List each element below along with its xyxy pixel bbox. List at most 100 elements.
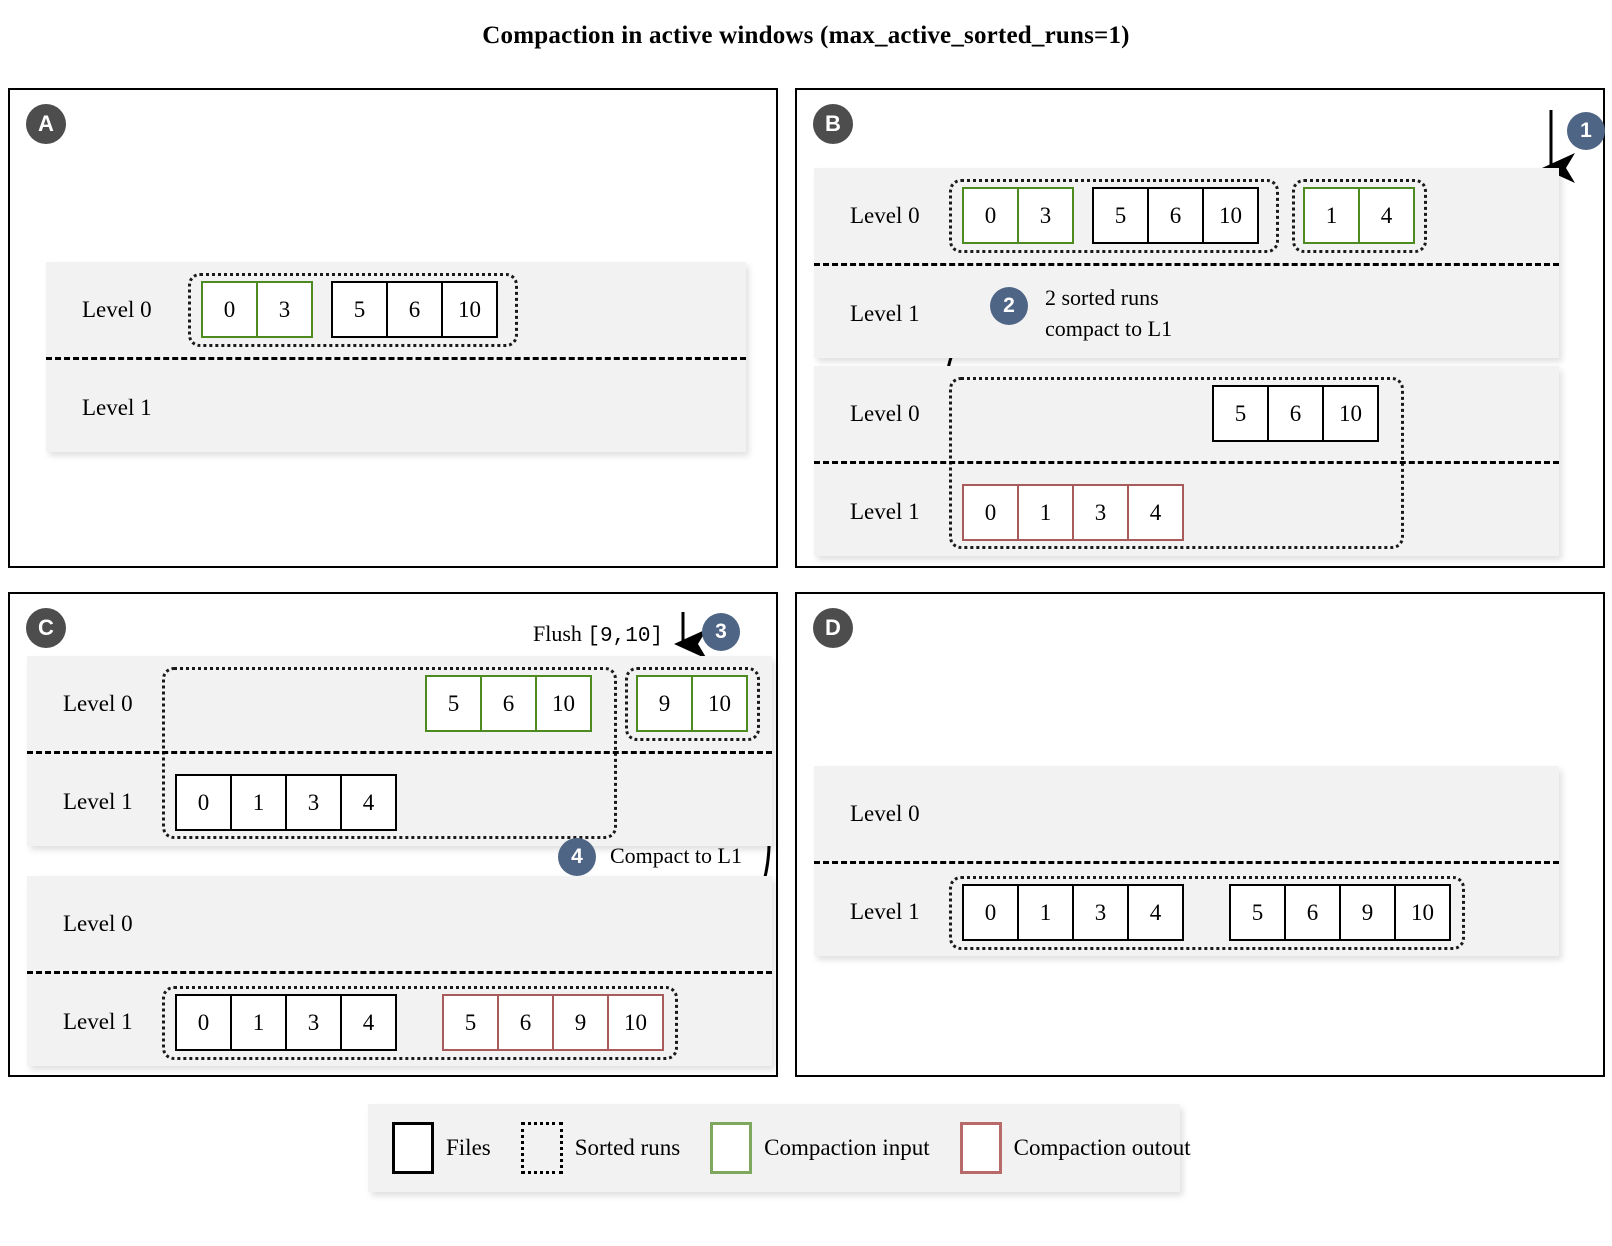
panel-b-bottom-block: Level 0 5 6 10 Level 1 0 1 3 4 [814,366,1559,556]
legend-label: Compaction input [764,1135,930,1160]
level-1-label: Level 1 [850,498,920,524]
file-cell: 10 [1322,385,1379,442]
level-0-label: Level 0 [82,296,152,322]
level-1-row: Level 1 0 1 3 4 [814,461,1559,556]
file-cell: 0 [201,281,258,338]
legend-item-sorted-runs: Sorted runs [520,1122,710,1174]
file-cell: 0 [962,187,1019,244]
file-cell: 5 [331,281,388,338]
flush-range: [9,10] [587,625,664,648]
file-cell: 4 [1127,884,1184,941]
panel-c-top-block: Level 0 5 6 10 9 10 Level 1 0 1 3 4 [27,656,772,846]
file-cell: 3 [1017,187,1074,244]
file-cell: 9 [636,675,693,732]
flush-text: Flush [533,621,582,646]
file-group: 5 6 9 10 [442,994,664,1051]
note-2: 2 sorted runs compact to L1 [1045,282,1172,344]
file-cell: 5 [425,675,482,732]
file-cell: 1 [1017,484,1074,541]
step-badge-2: 2 [990,287,1028,325]
file-cell: 0 [962,484,1019,541]
level-0-row: Level 0 0 3 5 6 10 [46,262,746,357]
file-cell: 1 [230,994,287,1051]
file-cell: 9 [1339,884,1396,941]
file-cell: 3 [256,281,313,338]
compaction-input-swatch-icon [710,1122,753,1174]
panel-a-level-block: Level 0 0 3 5 6 10 Level 1 [46,262,746,452]
file-cell: 3 [285,774,342,831]
legend-label: Files [446,1135,491,1160]
file-cell: 4 [340,994,397,1051]
panel-d-level-block: Level 0 Level 1 0 1 3 4 5 6 9 10 [814,766,1559,956]
file-cell: 3 [285,994,342,1051]
level-1-label: Level 1 [82,394,152,420]
file-cell: 5 [1229,884,1286,941]
panel-a-badge: A [26,104,66,144]
file-cell: 3 [1072,484,1129,541]
file-group: 0 3 [201,281,313,338]
legend: Files Sorted runs Compaction input Compa… [368,1104,1191,1192]
file-cell: 10 [691,675,748,732]
file-cell: 10 [535,675,592,732]
panel-d-badge: D [813,608,853,648]
note-2-line-2: compact to L1 [1045,316,1173,341]
level-1-row: Level 1 0 1 3 4 5 6 9 10 [814,861,1559,956]
level-1-label: Level 1 [63,788,133,814]
compaction-output-swatch-icon [959,1122,1002,1174]
file-cell: 1 [1017,884,1074,941]
level-1-row: Level 1 [46,357,746,452]
level-0-label: Level 0 [63,910,133,936]
file-cell: 10 [607,994,664,1051]
file-cell: 1 [230,774,287,831]
legend-label: Sorted runs [574,1135,681,1160]
level-0-label: Level 0 [850,800,920,826]
panel-c-badge: C [26,608,66,648]
sorted-run-swatch-icon [520,1122,563,1174]
level-0-row: Level 0 [27,876,772,971]
legend-item-compaction-output: Compaction outout [959,1122,1221,1174]
file-group: 5 6 9 10 [1229,884,1451,941]
legend-item-compaction-input: Compaction input [710,1122,959,1174]
panel-b-top-block: Level 0 0 3 5 6 10 1 4 Level 1 [814,168,1559,358]
file-group: 9 10 [636,675,748,732]
level-0-row: Level 0 5 6 10 [814,366,1559,549]
panel-a: A Level 0 0 3 5 6 10 Level 1 [8,88,778,568]
file-cell: 6 [386,281,443,338]
panel-d: D Level 0 Level 1 0 1 3 4 5 6 9 10 [795,592,1605,1077]
level-1-row: Level 1 0 1 3 4 [27,751,772,846]
file-group: 0 1 3 4 [175,994,397,1051]
file-swatch-icon [392,1122,434,1174]
file-cell: 5 [1212,385,1269,442]
file-cell: 6 [1284,884,1341,941]
level-0-label: Level 0 [63,690,133,716]
step-badge-4: 4 [558,838,596,876]
panel-c-bottom-block: Level 0 Level 1 0 1 3 4 5 6 9 10 [27,876,772,1066]
file-cell: 6 [497,994,554,1051]
file-group: 1 4 [1303,187,1415,244]
file-group: 0 1 3 4 [962,884,1184,941]
level-1-label: Level 1 [850,300,920,326]
level-0-label: Level 0 [850,202,920,228]
file-cell: 0 [175,994,232,1051]
file-cell: 6 [480,675,537,732]
note-2-line-1: 2 sorted runs [1045,285,1159,310]
file-group: 5 6 10 [331,281,498,338]
legend-label: Compaction outout [1013,1135,1191,1160]
panel-b: B 1 Flush [1,4] Level 0 0 3 5 6 [795,88,1605,568]
panel-c: C Flush [9,10] 3 Level 0 5 6 10 [8,592,778,1077]
step-badge-1: 1 [1567,112,1605,150]
level-0-row: Level 0 0 3 5 6 10 1 4 [814,168,1559,263]
file-group: 5 6 10 [1092,187,1259,244]
file-group: 0 3 [962,187,1074,244]
file-cell: 10 [1394,884,1451,941]
file-cell: 0 [962,884,1019,941]
file-cell: 6 [1147,187,1204,244]
file-group: 0 1 3 4 [175,774,397,831]
level-0-row: Level 0 [814,766,1559,861]
file-cell: 1 [1303,187,1360,244]
level-1-row: Level 1 0 1 3 4 5 6 9 10 [27,971,772,1066]
file-cell: 9 [552,994,609,1051]
file-cell: 5 [442,994,499,1051]
file-group: 5 6 10 [425,675,592,732]
file-cell: 10 [441,281,498,338]
